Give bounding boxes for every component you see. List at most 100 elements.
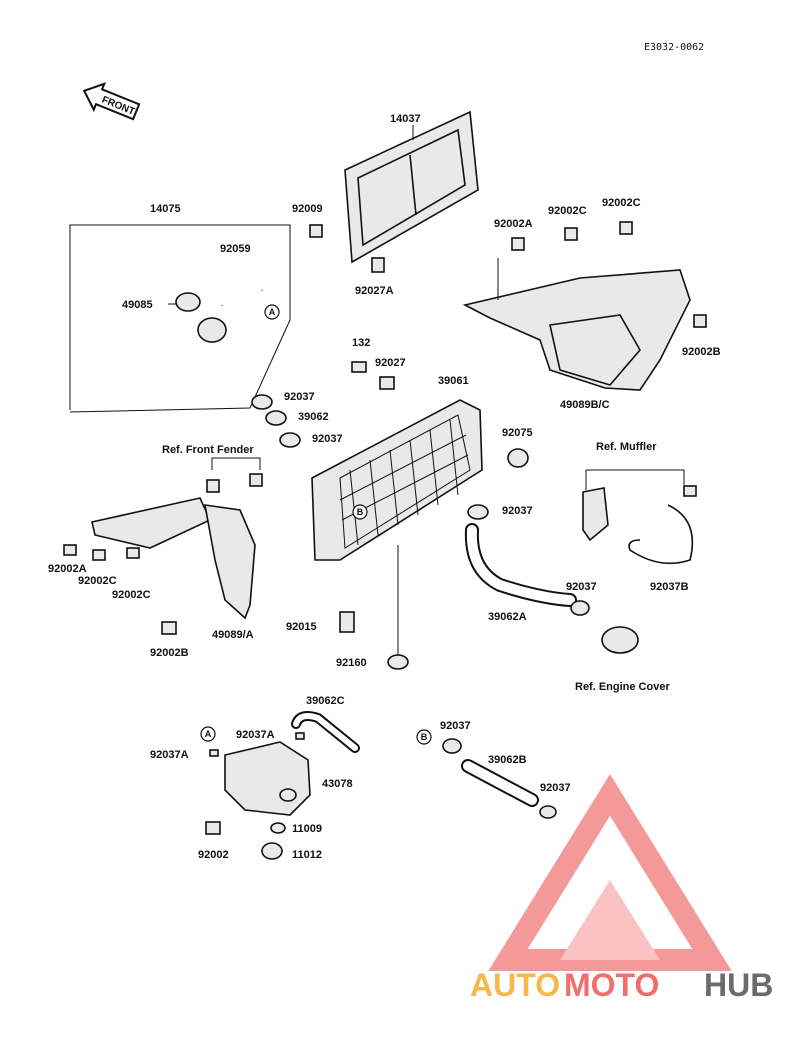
watermark-hub: HUB — [704, 967, 773, 1003]
bolt-92002B-right-icon — [693, 314, 707, 328]
clamp-92037-c-icon — [467, 504, 489, 520]
part-92002: 92002 — [198, 849, 229, 861]
watermark-moto: MOTO — [564, 967, 659, 1003]
part-92037-b: 92037 — [312, 433, 343, 445]
clamp-92037-e-icon — [442, 738, 462, 754]
shroud-49089BC-part — [462, 258, 691, 391]
shroud-49089A-part — [204, 504, 256, 620]
clamp-92037-a-icon — [251, 394, 273, 410]
part-92037-a: 92037 — [284, 391, 315, 403]
bolt-92002C-top1-icon — [564, 227, 578, 241]
svg-text:A: A — [269, 307, 276, 317]
muffler-bracket-icon — [582, 487, 609, 542]
radiator-cap-icon — [175, 292, 201, 312]
ref-muffler: Ref. Muffler — [596, 441, 657, 453]
bolt-92002B-left-icon — [161, 621, 177, 635]
part-39062B: 39062B — [488, 754, 527, 766]
part-92037-f: 92037 — [540, 782, 571, 794]
part-43078: 43078 — [322, 778, 353, 790]
radiator-screen-part — [344, 110, 479, 264]
ref-front-fender: Ref. Front Fender — [162, 444, 254, 456]
bolt-92002-icon — [205, 821, 221, 835]
bolt-muffler-icon — [683, 485, 697, 497]
engine-cover-icon — [601, 626, 639, 654]
part-92027: 92027 — [375, 357, 406, 369]
clip-92037A-left-icon — [209, 749, 219, 757]
cap-11012-icon — [261, 842, 283, 860]
part-92037A-left: 92037A — [150, 749, 189, 761]
watermark-text: AUTO MOTO HUB — [470, 967, 773, 1003]
watermark-auto: AUTO — [470, 967, 560, 1003]
part-92037A-top: 92037A — [236, 729, 275, 741]
part-49085: 49085 — [122, 299, 153, 311]
bolt-92002C-top2-icon — [619, 221, 633, 235]
bolt-132-icon — [351, 361, 367, 373]
marker-a-bottom — [200, 726, 216, 742]
part-92037-c: 92037 — [502, 505, 533, 517]
bracket-92015-icon — [339, 611, 355, 633]
marker-b-radiator — [352, 504, 368, 520]
left-bracket-part — [91, 497, 212, 549]
clamp-92037-f-icon — [539, 805, 557, 819]
marker-a-top — [264, 304, 280, 320]
front-arrow-icon: FRONT — [82, 82, 141, 121]
part-92002C-top2: 92002C — [602, 197, 641, 209]
part-39061: 39061 — [438, 375, 469, 387]
part-132: 132 — [352, 337, 370, 349]
bolt-92002C-left1-icon — [92, 549, 106, 561]
part-92160: 92160 — [336, 657, 367, 669]
grommet-92160-icon — [387, 654, 409, 670]
radiator-39061-part — [311, 399, 483, 561]
part-49089A: 49089/A — [212, 629, 254, 641]
marker-b-hose — [416, 729, 432, 745]
collar-92027A-icon — [371, 257, 385, 273]
part-92027A: 92027A — [355, 285, 394, 297]
part-92002A-top: 92002A — [494, 218, 533, 230]
reservoir-neck-icon — [279, 788, 297, 802]
part-92002A-left: 92002A — [48, 563, 87, 575]
bolt-92002A-top-icon — [511, 237, 525, 251]
part-14037: 14037 — [390, 113, 421, 125]
part-39062A: 39062A — [488, 611, 527, 623]
part-92037-d: 92037 — [566, 581, 597, 593]
kit-14075-outline — [69, 224, 291, 413]
part-11009: 11009 — [292, 823, 322, 835]
gasket-11009-icon — [270, 822, 286, 834]
part-92002C-top1: 92002C — [548, 205, 587, 217]
clip-92037B-icon — [628, 504, 694, 565]
hose-39062-icon — [265, 410, 287, 426]
svg-text:A: A — [205, 729, 212, 739]
clamp-92037-d-icon — [570, 600, 590, 616]
ref-engine-cover: Ref. Engine Cover — [575, 681, 670, 693]
part-39062C: 39062C — [306, 695, 345, 707]
filler-neck-icon — [197, 317, 227, 343]
clip-92037A-top-icon — [295, 732, 305, 740]
part-92009: 92009 — [292, 203, 323, 215]
part-92002B-right: 92002B — [682, 346, 721, 358]
clamp-92037-b-icon — [279, 432, 301, 448]
part-14075: 14075 — [150, 203, 181, 215]
fender-bracket-1-icon — [206, 479, 220, 493]
svg-text:B: B — [421, 732, 428, 742]
part-11012: 11012 — [292, 849, 322, 861]
part-92015: 92015 — [286, 621, 317, 633]
svg-text:B: B — [357, 507, 364, 517]
bolt-92002C-left2-icon — [126, 547, 140, 559]
part-92037B: 92037B — [650, 581, 689, 593]
reservoir-43078-part — [224, 741, 311, 816]
part-92059: 92059 — [220, 243, 251, 255]
part-92075: 92075 — [502, 427, 533, 439]
grommet-92075-icon — [507, 448, 529, 468]
fender-bracket-2-icon — [249, 473, 263, 487]
part-49089BC: 49089B/C — [560, 399, 610, 411]
diagram-code: E3032-0062 — [644, 42, 704, 53]
collar-92027-icon — [379, 376, 395, 390]
part-39062: 39062 — [298, 411, 329, 423]
part-92002B-left: 92002B — [150, 647, 189, 659]
part-92002C-left1: 92002C — [78, 575, 117, 587]
bolt-92009-icon — [309, 224, 323, 238]
part-92037-e: 92037 — [440, 720, 471, 732]
bolt-92002A-left-icon — [63, 544, 77, 556]
part-92002C-left2: 92002C — [112, 589, 151, 601]
